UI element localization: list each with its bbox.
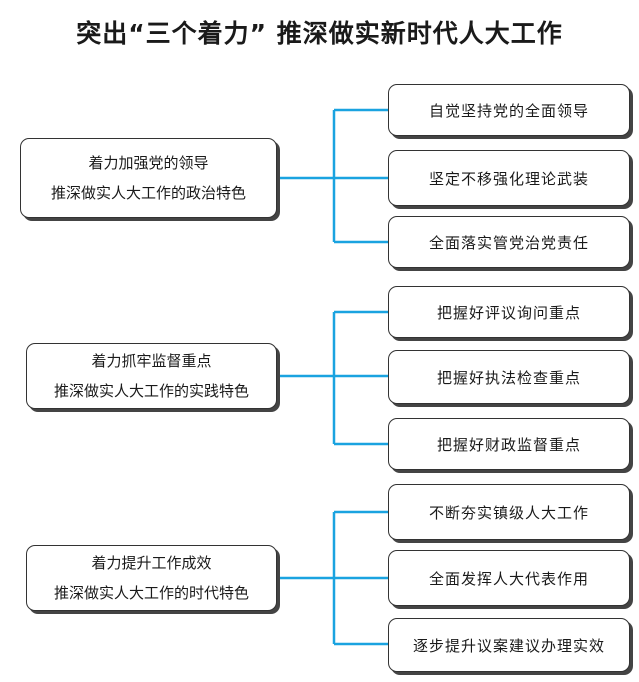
- sub-box-proposal-handling: 逐步提升议案建议办理实效: [388, 618, 630, 672]
- sub-box-review-inquiry: 把握好评议询问重点: [388, 286, 630, 338]
- connector-group-3: [277, 510, 388, 646]
- sub-box-fiscal-supervision: 把握好财政监督重点: [388, 418, 630, 470]
- main-box-heading: 着力提升工作成效: [91, 554, 212, 572]
- sub-box-party-leadership: 自觉坚持党的全面领导: [388, 84, 630, 136]
- main-box-political: 着力加强党的领导 推深做实人大工作的政治特色: [20, 138, 277, 218]
- main-box-heading: 着力抓牢监督重点: [91, 352, 212, 370]
- page-title: 突出“三个着力” 推深做实新时代人大工作: [76, 19, 563, 48]
- main-box-subheading: 推深做实人大工作的政治特色: [50, 184, 246, 202]
- connector-group-2: [277, 310, 388, 446]
- main-box-heading: 着力加强党的领导: [88, 154, 209, 172]
- sub-box-party-governance: 全面落实管党治党责任: [388, 216, 630, 268]
- main-box-era: 着力提升工作成效 推深做实人大工作的时代特色: [26, 545, 277, 611]
- sub-box-theory-armament: 坚定不移强化理论武装: [388, 150, 630, 206]
- sub-box-law-enforcement-inspection: 把握好执法检查重点: [388, 350, 630, 404]
- main-box-subheading: 推深做实人大工作的实践特色: [53, 382, 249, 400]
- main-box-practical: 着力抓牢监督重点 推深做实人大工作的实践特色: [26, 343, 277, 409]
- main-box-subheading: 推深做实人大工作的时代特色: [53, 584, 249, 602]
- sub-box-deputies-role: 全面发挥人大代表作用: [388, 550, 630, 606]
- connector-group-1: [277, 108, 388, 244]
- sub-box-town-congress-work: 不断夯实镇级人大工作: [388, 484, 630, 540]
